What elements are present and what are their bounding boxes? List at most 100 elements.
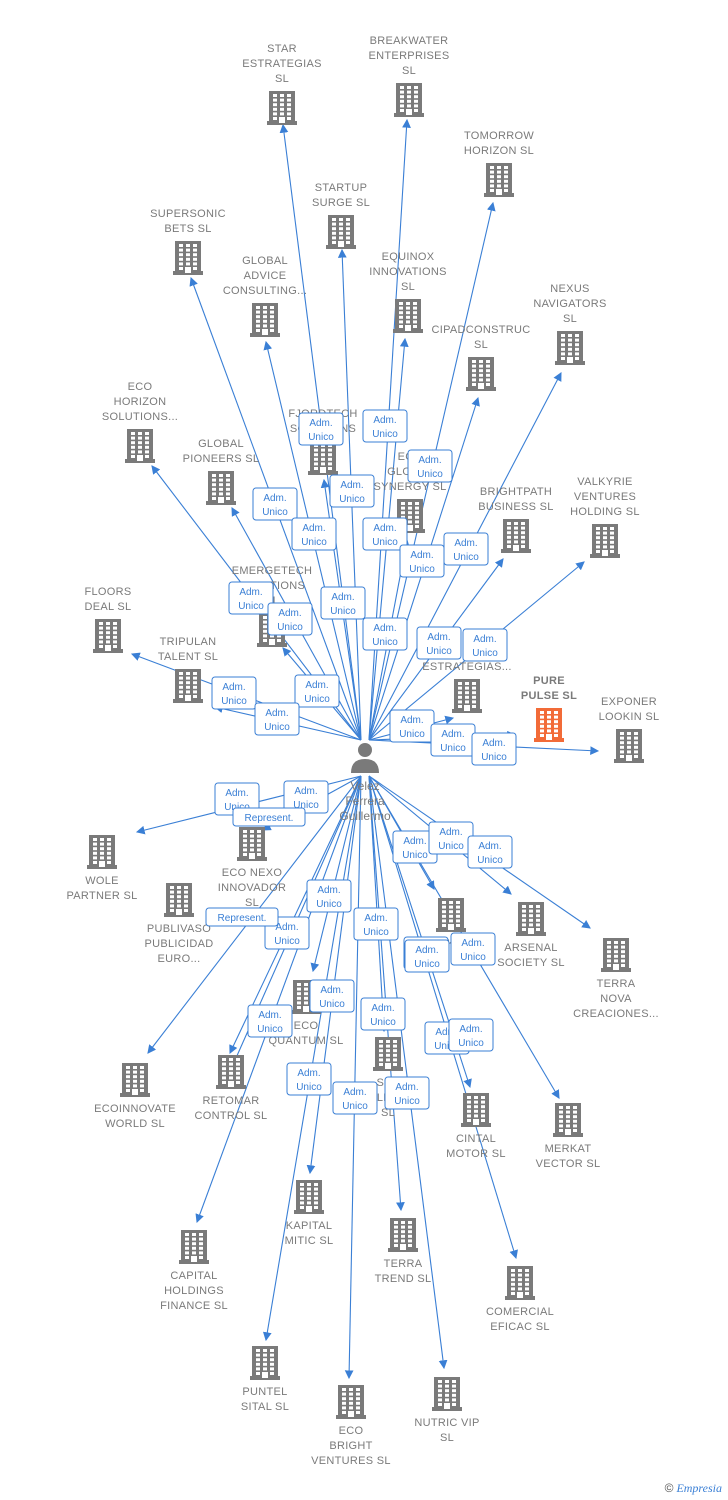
adm-unico-badge[interactable]: Adm.Unico [471, 732, 517, 766]
building-icon[interactable] [388, 1218, 418, 1252]
building-icon[interactable] [173, 669, 203, 703]
adm-unico-badge[interactable]: Adm.Unico [362, 517, 408, 551]
adm-unico-badge[interactable]: Adm.Unico [228, 581, 274, 615]
adm-unico-badge[interactable]: Adm.Unico [353, 907, 399, 941]
adm-unico-badge[interactable]: Adm.Unico [329, 474, 375, 508]
adm-unico-badge[interactable]: Adm.Unico [283, 780, 329, 814]
adm-unico-badge[interactable]: Adm.Unico [428, 821, 474, 855]
company-estrategias[interactable]: ESTRATEGIAS... [422, 661, 512, 713]
building-icon[interactable] [505, 1266, 535, 1300]
adm-unico-badge[interactable]: Adm.Unico [399, 544, 445, 578]
building-icon[interactable] [466, 357, 496, 391]
building-icon[interactable] [436, 898, 466, 932]
building-icon[interactable] [173, 241, 203, 275]
adm-unico-badge[interactable]: Adm.Unico [362, 409, 408, 443]
building-icon[interactable] [484, 163, 514, 197]
building-icon[interactable] [93, 619, 123, 653]
building-icon[interactable] [395, 499, 425, 533]
adm-unico-badge[interactable]: Adm.Unico [416, 626, 462, 660]
building-icon[interactable] [432, 1377, 462, 1411]
building-icon[interactable] [179, 1230, 209, 1264]
company-terranova[interactable]: TERRANOVACREACIONES... [573, 938, 659, 1020]
adm-unico-badge[interactable]: Adm.Unico [252, 487, 298, 521]
adm-unico-badge[interactable]: Adm.Unico [404, 939, 450, 973]
building-icon[interactable] [308, 441, 338, 475]
building-icon[interactable] [237, 827, 267, 861]
building-icon[interactable] [614, 729, 644, 763]
company-ecohorizon[interactable]: ECOHORIZONSOLUTIONS... [102, 381, 178, 463]
adm-unico-badge[interactable]: Adm.Unico [211, 676, 257, 710]
building-icon[interactable] [216, 1055, 246, 1089]
adm-unico-badge[interactable]: Adm.Unico [448, 1018, 494, 1052]
building-icon[interactable] [461, 1093, 491, 1127]
building-icon[interactable] [294, 1180, 324, 1214]
adm-unico-badge[interactable]: Adm.Unico [360, 997, 406, 1031]
building-icon[interactable] [601, 938, 631, 972]
represent-badge[interactable]: Represent. [205, 907, 279, 927]
building-icon[interactable] [373, 1037, 403, 1071]
building-icon[interactable] [534, 708, 564, 742]
building-icon[interactable] [590, 524, 620, 558]
building-icon[interactable] [501, 519, 531, 553]
company-publivaso[interactable]: PUBLIVASOPUBLICIDADEURO... [144, 883, 213, 965]
adm-unico-badge[interactable]: Adm.Unico [267, 602, 313, 636]
adm-unico-badge[interactable]: Adm.Unico [384, 1076, 430, 1110]
adm-unico-badge[interactable]: Adm.Unico [247, 1004, 293, 1038]
adm-unico-badge[interactable]: Adm.Unico [309, 979, 355, 1013]
adm-unico-badge[interactable]: Adm.Unico [320, 586, 366, 620]
building-icon[interactable] [394, 83, 424, 117]
building-icon[interactable] [87, 835, 117, 869]
building-icon[interactable] [326, 215, 356, 249]
building-icon[interactable] [120, 1063, 150, 1097]
company-globaladvice[interactable]: GLOBALADVICECONSULTING... [223, 255, 307, 337]
adm-unico-badge[interactable]: Adm.Unico [443, 532, 489, 566]
adm-unico-badge[interactable]: Adm.Unico [407, 449, 453, 483]
building-icon[interactable] [206, 471, 236, 505]
building-icon[interactable] [452, 679, 482, 713]
building-icon[interactable] [393, 299, 423, 333]
adm-unico-badge[interactable]: Adm.Unico [291, 517, 337, 551]
building-icon[interactable] [267, 91, 297, 125]
adm-unico-badge[interactable]: Adm.Unico [430, 723, 476, 757]
adm-unico-badge[interactable]: Adm.Unico [450, 932, 496, 966]
adm-unico-badge[interactable]: Adm.Unico [362, 617, 408, 651]
adm-unico-badge[interactable]: Adm.Unico [467, 835, 513, 869]
person-icon[interactable] [351, 743, 379, 773]
adm-unico-badge[interactable]: Adm.Unico [286, 1062, 332, 1096]
adm-unico-badge[interactable]: Adm.Unico [298, 412, 344, 446]
adm-unico-badge[interactable]: Adm.Unico [462, 628, 508, 662]
adm-unico-badge[interactable]: Adm.Unico [306, 879, 352, 913]
adm-unico-badge[interactable]: Adm.Unico [294, 674, 340, 708]
building-icon[interactable] [516, 902, 546, 936]
represent-badge[interactable]: Represent. [232, 807, 306, 827]
building-icon[interactable] [336, 1385, 366, 1419]
